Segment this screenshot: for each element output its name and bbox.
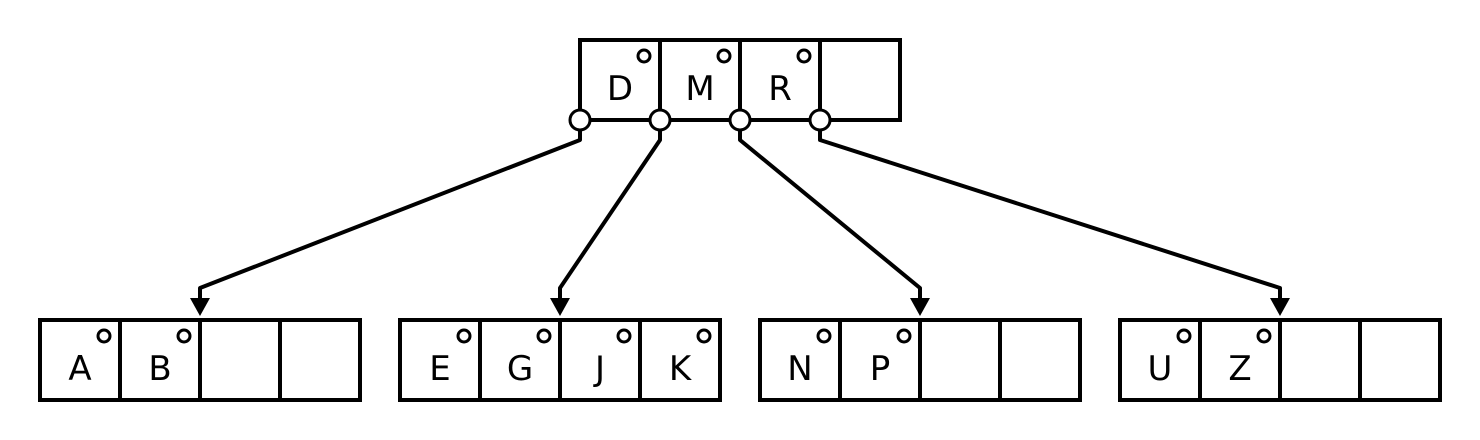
edge-to-leaf-1 — [198, 130, 582, 304]
record-pointer-U — [1176, 328, 1192, 344]
record-pointer-D — [636, 48, 652, 64]
child-pointer-4 — [808, 108, 832, 132]
record-pointer-E — [456, 328, 472, 344]
edge-to-leaf-4 — [818, 130, 1282, 304]
edges-layer — [190, 130, 1290, 316]
key-P: P — [870, 349, 891, 389]
key-M: M — [685, 69, 714, 109]
arrowhead-leaf-4 — [1270, 298, 1290, 316]
key-B: B — [148, 349, 171, 389]
pointers-layer — [568, 108, 832, 132]
arrowhead-leaf-3 — [910, 298, 930, 316]
key-E: E — [429, 349, 450, 389]
record-pointer-P — [896, 328, 912, 344]
leaf-node-1-cell-3 — [198, 318, 282, 402]
child-pointer-3 — [728, 108, 752, 132]
leaf-node-1-cell-4 — [278, 318, 362, 402]
key-G: G — [507, 349, 533, 389]
record-pointer-K — [696, 328, 712, 344]
arrowhead-leaf-1 — [190, 298, 210, 316]
child-pointer-1 — [568, 108, 592, 132]
arrowhead-leaf-2 — [550, 298, 570, 316]
leaf-node-3-cell-4 — [998, 318, 1082, 402]
leaf-node-3-cell-3 — [918, 318, 1002, 402]
child-pointer-2 — [648, 108, 672, 132]
key-R: R — [768, 69, 792, 109]
key-J: J — [593, 349, 605, 389]
edge-to-leaf-3 — [738, 130, 922, 304]
record-pointer-J — [616, 328, 632, 344]
record-pointer-M — [716, 48, 732, 64]
edge-to-leaf-2 — [558, 130, 662, 304]
record-pointer-N — [816, 328, 832, 344]
leaf-node-4-cell-3 — [1278, 318, 1362, 402]
leaf-node-4-cell-4 — [1358, 318, 1442, 402]
record-pointer-B — [176, 328, 192, 344]
key-U: U — [1148, 349, 1173, 389]
key-D: D — [607, 69, 633, 109]
record-pointer-R — [796, 48, 812, 64]
record-pointer-G — [536, 328, 552, 344]
record-pointer-Z — [1256, 328, 1272, 344]
key-K: K — [669, 349, 693, 389]
root-node-cell-4 — [818, 38, 902, 122]
key-N: N — [787, 349, 812, 389]
key-Z: Z — [1228, 349, 1251, 389]
record-pointer-A — [96, 328, 112, 344]
key-A: A — [68, 349, 91, 389]
